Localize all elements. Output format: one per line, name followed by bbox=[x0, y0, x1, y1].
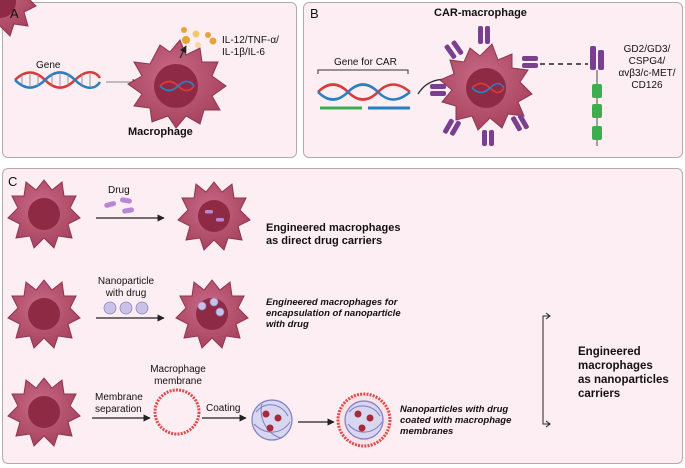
coated-nanoparticle-icon bbox=[336, 392, 392, 448]
panel-c-label: C bbox=[8, 174, 18, 189]
cell-row3 bbox=[7, 377, 81, 447]
membrane-separation-1: Membrane bbox=[95, 392, 143, 403]
dna-icon bbox=[14, 71, 102, 89]
loaded-drug-icon bbox=[205, 210, 224, 222]
car-macrophage-cell bbox=[439, 43, 533, 131]
drug-capsules-icon bbox=[104, 197, 135, 214]
gene-label: Gene bbox=[36, 60, 61, 71]
car-macrophage-title: CAR-macrophage bbox=[434, 7, 527, 19]
gene-for-car-label: Gene for CAR bbox=[334, 57, 397, 68]
car-dna-icon bbox=[317, 83, 411, 110]
macrophage-label: Macrophage bbox=[128, 126, 193, 138]
nanoparticles-icon bbox=[103, 301, 149, 315]
row1-caption-2: as direct drug carriers bbox=[266, 235, 383, 247]
nanoparticle-cluster-icon bbox=[251, 399, 293, 441]
panel-a-label: A bbox=[10, 6, 19, 21]
target-line-4: CD126 bbox=[631, 80, 663, 91]
coating-label: Coating bbox=[206, 403, 241, 414]
group-label-3: as nanoparticles bbox=[578, 374, 669, 386]
cell-row1-after bbox=[177, 181, 251, 251]
cell-row2-after bbox=[175, 279, 249, 349]
panel-b-label: B bbox=[310, 6, 319, 21]
target-line-3: αvβ3/c-MET/ bbox=[618, 68, 676, 79]
cell-row2-before bbox=[7, 279, 81, 349]
target-line-2: CSPG4/ bbox=[628, 56, 666, 67]
group-label-2: macrophages bbox=[578, 360, 653, 372]
row3-caption-3: membranes bbox=[400, 426, 454, 437]
row2-caption-1: Engineered macrophages for bbox=[266, 297, 398, 308]
row2-caption-2: encapsulation of nanoparticle bbox=[266, 308, 401, 319]
row1-caption-1: Engineered macrophages bbox=[266, 222, 401, 234]
gene-bracket bbox=[317, 69, 409, 74]
group-label-1: Engineered bbox=[578, 346, 641, 358]
car-structure-icon bbox=[590, 46, 604, 146]
loaded-nanoparticles-icon bbox=[197, 297, 225, 317]
macrophage-membrane-label-1: Macrophage bbox=[150, 364, 206, 375]
macrophage-cell-a bbox=[127, 39, 227, 129]
cytokine-line-1: IL-12/TNF-α/ bbox=[222, 35, 279, 46]
macrophage-cell-c bbox=[0, 0, 37, 37]
membrane-ring-icon bbox=[153, 388, 201, 436]
row2-caption-3: with drug bbox=[266, 319, 309, 330]
panel-c bbox=[2, 168, 683, 464]
row3-caption-2: coated with macrophage bbox=[400, 415, 512, 426]
cytokine-legend-dot bbox=[209, 37, 217, 45]
group-label-4: carriers bbox=[578, 388, 621, 400]
group-bracket bbox=[542, 312, 551, 428]
membrane-separation-2: separation bbox=[95, 404, 142, 415]
macrophage-membrane-label-2: membrane bbox=[154, 376, 202, 387]
nanoparticle-label-1: Nanoparticle bbox=[97, 276, 155, 287]
secretion-arrow bbox=[179, 45, 187, 59]
nanoparticle-label-2: with drug bbox=[105, 288, 147, 299]
target-line-1: GD2/GD3/ bbox=[623, 44, 671, 55]
drug-label: Drug bbox=[108, 185, 130, 196]
row3-caption-1: Nanoparticles with drug bbox=[400, 404, 509, 415]
car-receptors bbox=[430, 26, 538, 146]
cell-row1-before bbox=[7, 179, 81, 249]
cytokine-line-2: IL-1β/IL-6 bbox=[222, 47, 265, 58]
cytokine-dots bbox=[181, 27, 211, 48]
